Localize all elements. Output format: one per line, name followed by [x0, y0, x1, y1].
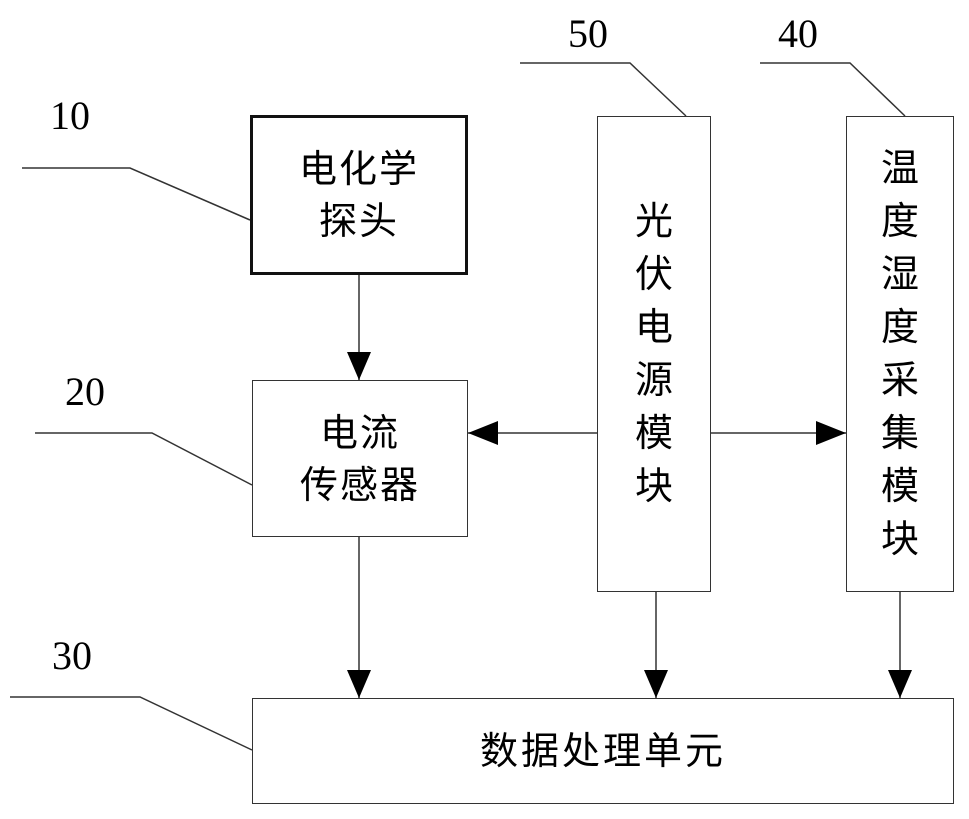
- arrowhead-processor-in-3: [888, 670, 912, 698]
- electrochemical-probe-block: 电化学 探头: [250, 115, 468, 275]
- leader-10: [22, 167, 251, 221]
- leader-30: [10, 696, 253, 751]
- th-text: 温 度 湿 度 采 集 模 块: [880, 146, 919, 561]
- label-50: 50: [568, 11, 608, 56]
- pv-power-module-block: 光 伏 电 源 模 块: [597, 116, 711, 592]
- data-processing-unit-block: 数据处理单元: [252, 698, 954, 804]
- label-30: 30: [52, 633, 92, 678]
- leader-50: [520, 62, 687, 117]
- leader-20: [35, 432, 253, 486]
- arrowhead-sensor-left: [468, 421, 498, 445]
- arrowhead-processor-in-2: [644, 670, 668, 698]
- processor-text: 数据处理单元: [479, 729, 726, 773]
- temp-humidity-module-block: 温 度 湿 度 采 集 模 块: [846, 116, 954, 592]
- label-20: 20: [65, 369, 105, 414]
- current-sensor-block: 电流 传感器: [252, 380, 468, 537]
- probe-text: 电化学 探头: [298, 147, 419, 243]
- arrowhead-processor-in-1: [347, 670, 371, 698]
- label-10: 10: [50, 93, 90, 138]
- arrowhead-sensor-in: [347, 352, 371, 380]
- label-40: 40: [778, 11, 818, 56]
- arrowhead-th-right: [816, 421, 846, 445]
- sensor-text: 电流 传感器: [299, 410, 420, 507]
- leader-40: [760, 62, 906, 117]
- pv-text: 光 伏 电 源 模 块: [634, 199, 673, 508]
